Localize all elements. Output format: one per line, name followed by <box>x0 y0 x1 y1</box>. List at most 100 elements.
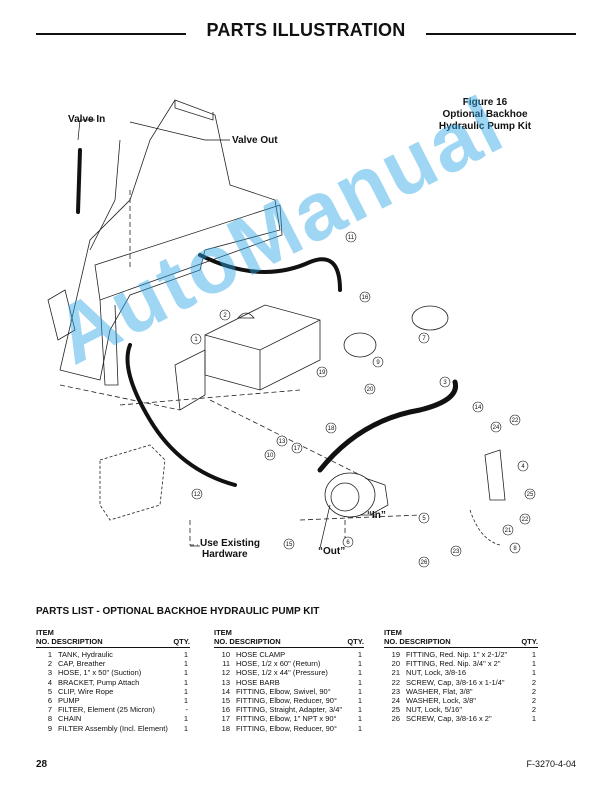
svg-text:24: 24 <box>493 425 500 431</box>
svg-text:7: 7 <box>422 336 426 342</box>
callout-out: “Out” <box>318 546 346 557</box>
parts-row-desc: FITTING, Elbow, Reducer, 90° <box>236 695 337 705</box>
balloon-17: 17 <box>291 442 303 454</box>
balloon-23: 23 <box>450 545 462 557</box>
parts-row-qty: - <box>185 705 189 715</box>
parts-row-no: 23 <box>391 686 400 696</box>
svg-text:6: 6 <box>346 540 350 546</box>
svg-text:16: 16 <box>362 295 369 301</box>
header-qty: QTY. <box>173 637 190 646</box>
balloon-16: 16 <box>359 291 371 303</box>
svg-text:10: 10 <box>267 453 274 459</box>
parts-row-qty: 2 <box>531 705 536 715</box>
parts-row-desc: FILTER, Element (25 Micron) <box>58 705 155 715</box>
parts-row-desc: NUT, Lock, 3/8-16 <box>406 668 467 678</box>
svg-text:8: 8 <box>513 546 517 552</box>
header-item: ITEM <box>36 628 54 637</box>
header-rule-right <box>426 33 576 35</box>
parts-row-qty: 1 <box>357 668 362 678</box>
parts-row-desc: FITTING, Elbow, Reducer, 90° <box>236 723 337 733</box>
callout-use-existing: Use Existing Hardware <box>200 538 260 560</box>
hose-valve-in <box>76 148 82 214</box>
header-underline <box>36 647 190 648</box>
svg-text:15: 15 <box>286 542 293 548</box>
parts-row-qty: 1 <box>357 677 362 687</box>
parts-row-qty: 1 <box>183 686 188 696</box>
parts-row-desc: CLIP, Wire Rope <box>58 686 114 696</box>
chain <box>469 509 501 546</box>
parts-row-no: 3 <box>47 668 52 678</box>
svg-text:19: 19 <box>319 370 326 376</box>
parts-row-no: 6 <box>47 695 52 705</box>
parts-row-qty: 1 <box>531 650 536 659</box>
svg-text:11: 11 <box>348 235 355 241</box>
balloon-6: 6 <box>342 536 354 548</box>
figure-number: Figure 16 <box>462 97 508 108</box>
header-no-description: NO. DESCRIPTION <box>214 637 281 646</box>
parts-row-qty: 1 <box>183 650 188 659</box>
parts-row-no: 8 <box>47 714 52 724</box>
parts-row-qty: 1 <box>357 695 362 705</box>
balloon-11: 11 <box>345 231 357 243</box>
figure-title-line1: Optional Backhoe <box>442 109 528 120</box>
header-rule-left <box>36 33 186 35</box>
svg-text:2: 2 <box>223 313 227 319</box>
parts-row-no: 24 <box>391 695 400 705</box>
hose-return <box>198 253 342 292</box>
parts-row-no: 2 <box>47 659 52 669</box>
svg-text:5: 5 <box>422 516 426 522</box>
svg-text:3: 3 <box>443 380 447 386</box>
frame-leg <box>99 299 119 386</box>
parts-row-no: 26 <box>391 714 400 724</box>
callout-valve-in: Valve In <box>68 114 106 125</box>
page-header: PARTS ILLUSTRATION <box>36 20 576 46</box>
svg-text:18: 18 <box>328 426 335 432</box>
balloon-22: 22 <box>509 414 521 426</box>
parts-row-no: 19 <box>391 650 400 659</box>
parts-row-qty: 2 <box>531 677 536 687</box>
parts-row-desc: HOSE, 1/2 x 44" (Pressure) <box>236 668 328 678</box>
filter-assembly <box>343 332 377 358</box>
svg-text:23: 23 <box>453 549 460 555</box>
balloon-24: 24 <box>490 421 502 433</box>
balloon-8: 8 <box>509 542 521 554</box>
parts-row-qty: 1 <box>183 695 188 705</box>
balloon-4: 4 <box>517 460 529 472</box>
existing-hardware <box>99 444 166 521</box>
parts-row-desc: SCREW, Cap, 3/8-16 x 2" <box>406 714 492 724</box>
svg-text:1: 1 <box>194 337 198 343</box>
parts-row-no: 10 <box>221 650 230 659</box>
header-qty: QTY. <box>347 637 364 646</box>
svg-text:17: 17 <box>294 446 301 452</box>
parts-row-desc: HOSE CLAMP <box>236 650 286 659</box>
parts-row-qty: 1 <box>183 677 188 687</box>
svg-text:26: 26 <box>421 560 428 566</box>
parts-row-desc: HOSE BARB <box>236 677 280 687</box>
parts-row-desc: CHAIN <box>58 714 82 724</box>
balloon-21: 21 <box>502 524 514 536</box>
parts-row-qty: 1 <box>357 714 362 724</box>
svg-text:14: 14 <box>475 405 482 411</box>
header-item: ITEM <box>214 628 232 637</box>
parts-row-no: 13 <box>221 677 230 687</box>
breather-cap <box>237 312 255 319</box>
filter-element <box>411 305 449 331</box>
balloon-19: 19 <box>316 366 328 378</box>
